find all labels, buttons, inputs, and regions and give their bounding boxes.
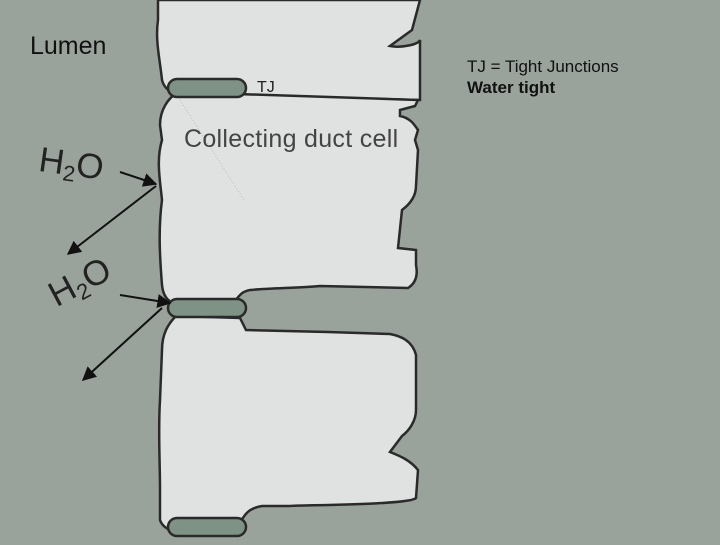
water-molecule-label: H2O	[36, 140, 107, 192]
water-arrow-out-bottom	[81, 307, 163, 381]
tj-label: TJ	[257, 79, 275, 96]
legend-definition: TJ = Tight Junctions	[467, 57, 619, 76]
tight-junction	[166, 297, 248, 319]
water-arrow-in-top	[119, 171, 158, 187]
water-arrow-in-bottom	[119, 294, 172, 308]
tight-junction	[166, 516, 248, 538]
legend-note: Water tight	[467, 78, 556, 97]
cell-label: Collecting duct cell	[184, 125, 399, 153]
tight-junction	[166, 77, 248, 99]
water-arrow-out-top	[66, 185, 157, 255]
water-o: O	[73, 145, 107, 188]
lower-cell	[157, 314, 420, 534]
lumen-label: Lumen	[30, 32, 107, 60]
collecting-duct-cell	[157, 90, 420, 306]
